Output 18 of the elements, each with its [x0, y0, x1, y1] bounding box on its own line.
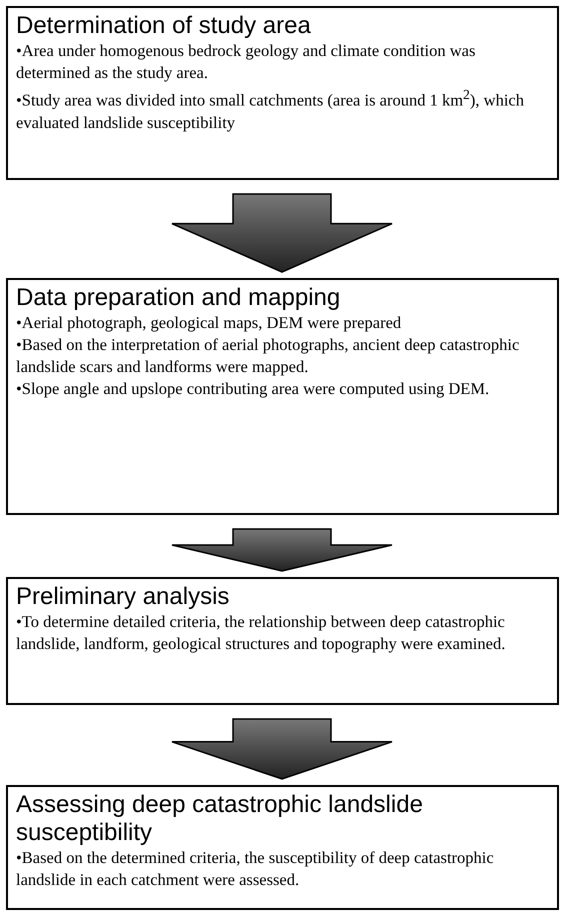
bullet-text: •Based on the interpretation of aerial photographs, ancient deep catastrophic landslide scars and landforms were mapped.	[16, 334, 520, 378]
step-heading: Preliminary analysis	[16, 583, 230, 611]
step-heading: Data preparation and mapping	[16, 284, 342, 312]
bullet-text: •Slope angle and upslope contributing area were computed using DEM.	[16, 378, 490, 400]
block-arrow	[171, 528, 393, 572]
process-box	[6, 278, 559, 515]
bullet-text: •Aerial photograph, geological maps, DEM were prepared	[16, 312, 402, 334]
bullet-text: •Based on the determined criteria, the susceptibility of deep catastrophic landslide in each catchment were assessed.	[16, 847, 495, 891]
bullet-text: •Area under homogenous bedrock geology and climate condition was determined as the study area.	[16, 40, 476, 84]
step-heading: Determination of study area	[16, 12, 312, 40]
block-arrow	[171, 193, 393, 273]
process-box	[6, 6, 559, 180]
bullet-text: •Study area was divided into small catchments (area is around 1 km$^{2}$), which evaluated landslide susceptibility	[16, 86, 525, 134]
process-box	[6, 577, 559, 705]
process-box	[6, 785, 559, 910]
step-heading: Assessing deep catastrophic landslide susceptibility	[16, 791, 424, 847]
block-arrow	[171, 718, 393, 780]
bullet-text: •To determine detailed criteria, the relationship between deep catastrophic landslide, landform, geological structures and topography were examined.	[16, 611, 506, 655]
